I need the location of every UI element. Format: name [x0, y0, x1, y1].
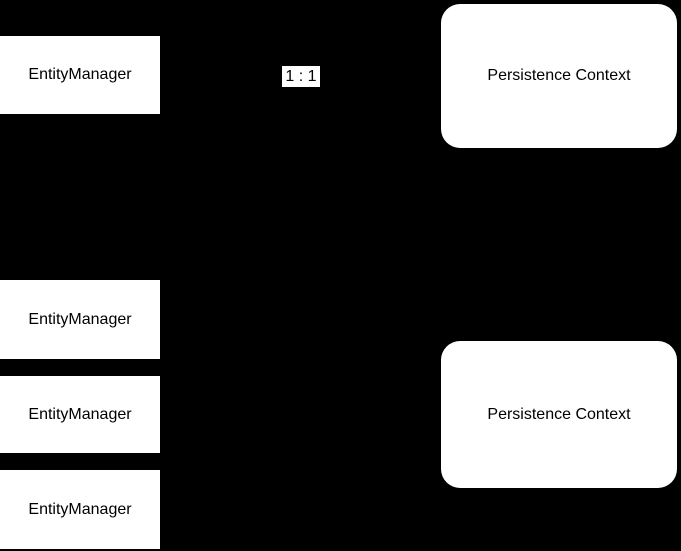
persistence-context-label: Persistence Context — [487, 405, 631, 423]
entity-manager-node-2: EntityManager — [0, 376, 160, 453]
persistence-context-node-top: Persistence Context — [441, 4, 677, 148]
entity-manager-label: EntityManager — [28, 66, 132, 84]
entity-manager-node-3: EntityManager — [0, 470, 160, 549]
entity-manager-label: EntityManager — [28, 500, 132, 518]
entity-manager-label: EntityManager — [28, 310, 132, 328]
entity-manager-label: EntityManager — [28, 405, 132, 423]
persistence-context-label: Persistence Context — [487, 67, 631, 85]
persistence-context-node-bottom: Persistence Context — [441, 341, 677, 488]
relation-cardinality-label: 1 : 1 — [282, 66, 320, 87]
entity-manager-node-top: EntityManager — [0, 36, 160, 114]
entity-manager-node-1: EntityManager — [0, 280, 160, 359]
